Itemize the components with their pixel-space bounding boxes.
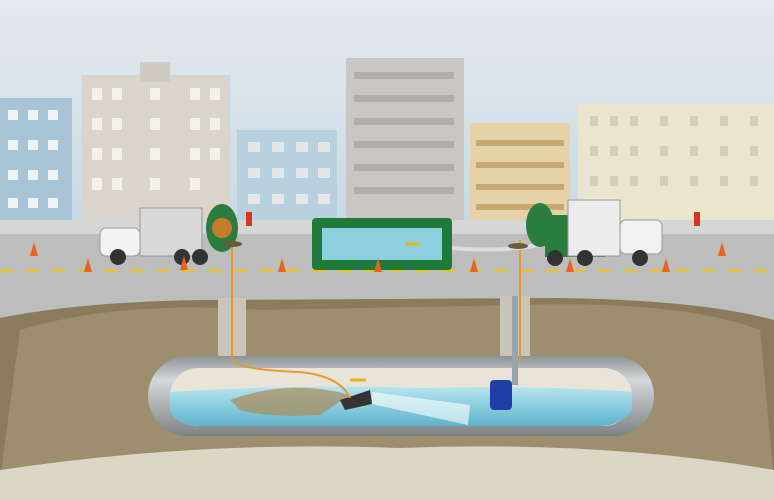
fire-hydrant-icon: [694, 212, 700, 226]
traffic-cones: [30, 242, 726, 272]
jetter-nozzle: [340, 378, 470, 425]
discharge-hose: [451, 243, 541, 252]
submersible-pump: [490, 296, 518, 410]
vacuum-truck-right: [526, 199, 663, 266]
vacuum-truck-left: [99, 204, 238, 265]
manhole-icon: [508, 243, 528, 249]
bedrock: [0, 446, 774, 500]
water-tank: [312, 218, 452, 270]
jetter-hose: [231, 240, 351, 399]
fire-hydrant-icon: [246, 212, 252, 226]
city-skyline: [0, 58, 774, 223]
manhole-icon: [222, 241, 242, 247]
